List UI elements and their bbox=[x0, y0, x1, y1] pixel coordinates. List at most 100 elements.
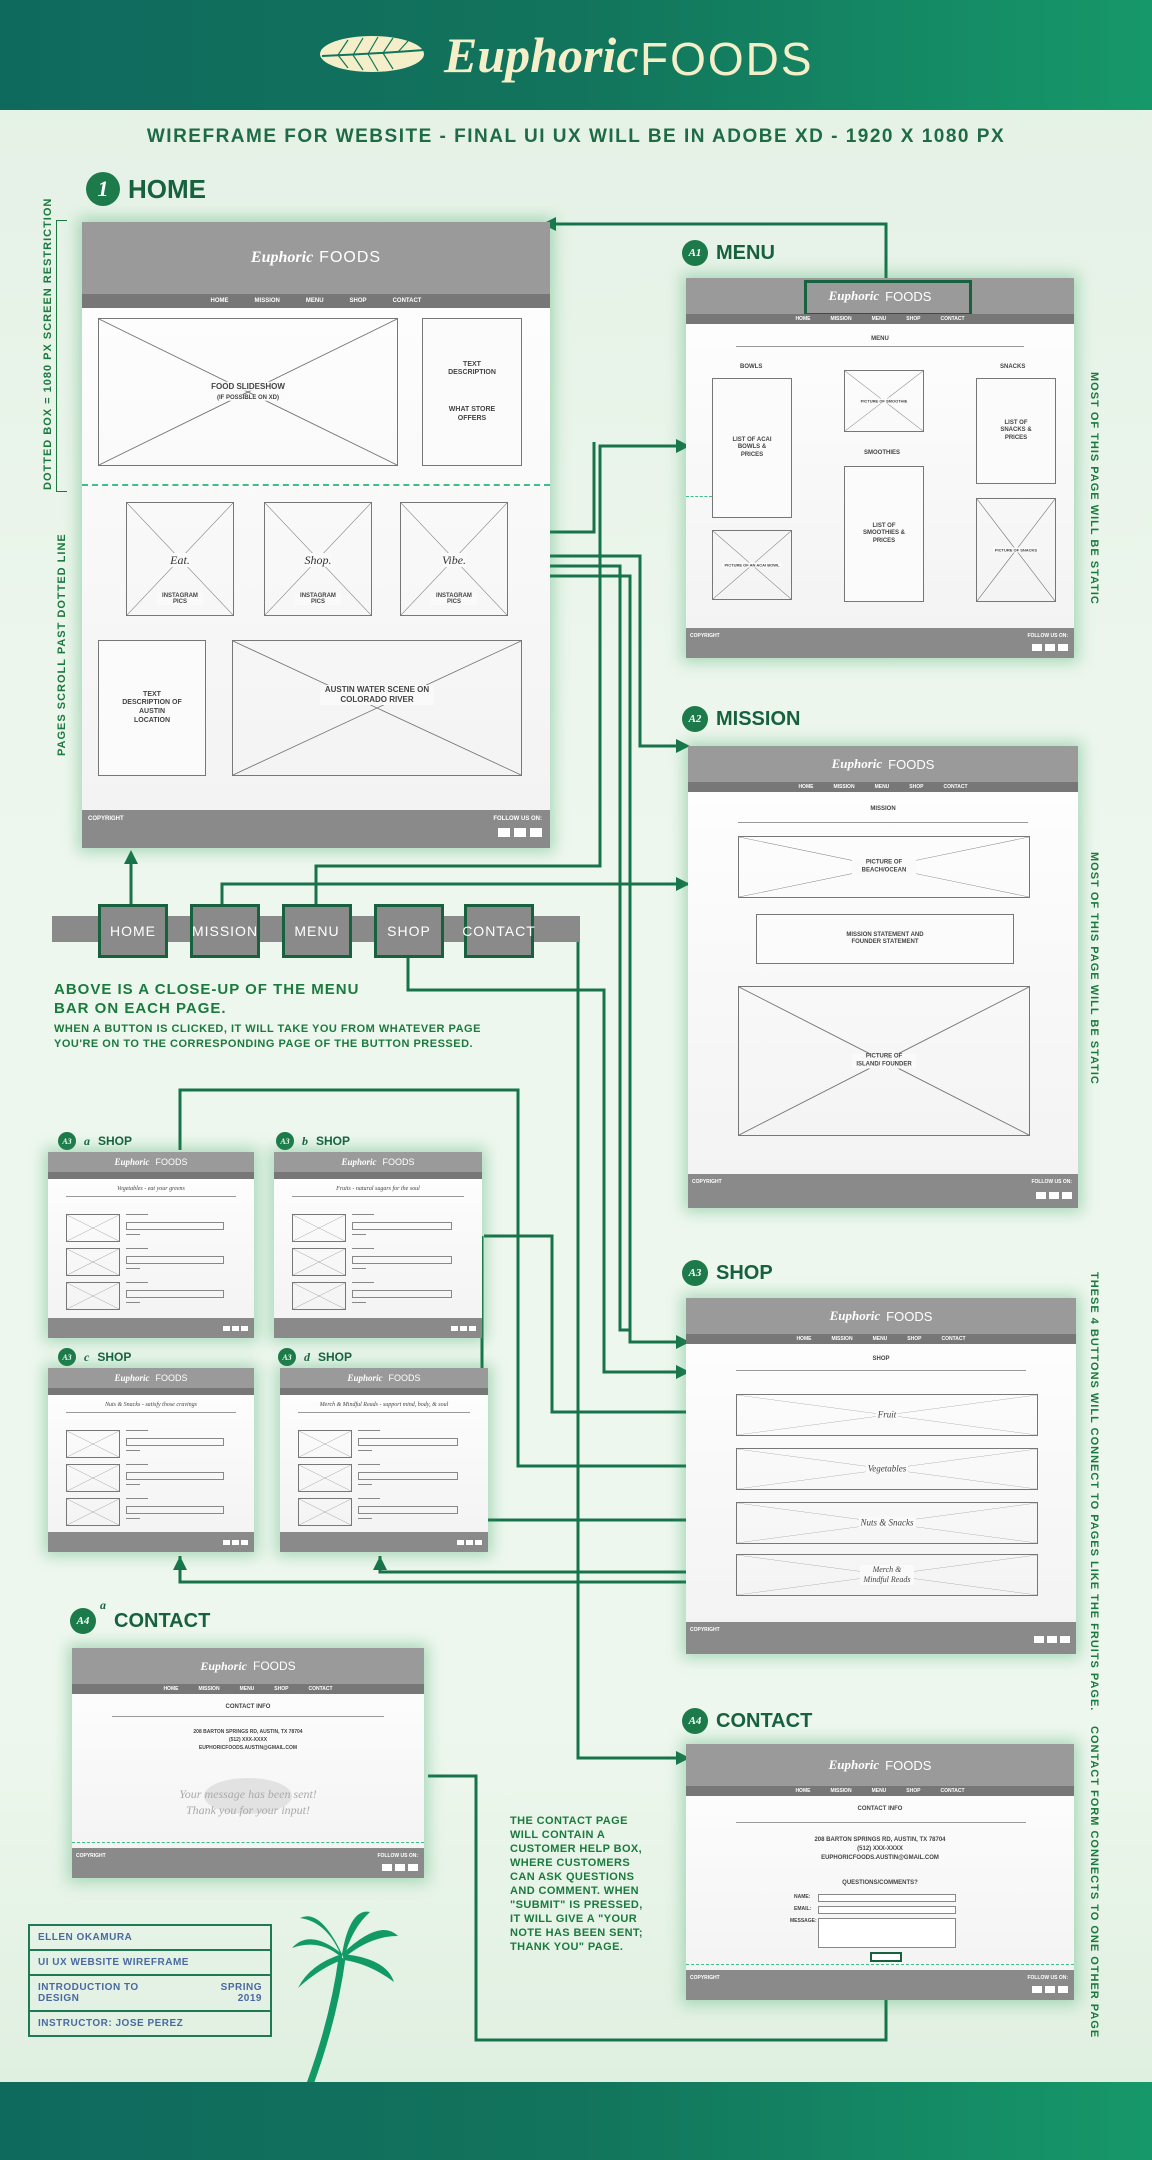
social-icon[interactable] bbox=[1058, 644, 1068, 651]
nav-menu[interactable]: MENU bbox=[871, 316, 887, 322]
menu-social-icons[interactable] bbox=[1032, 644, 1068, 651]
home-text-box: TEXT DESCRIPTION WHAT STORE OFFERS bbox=[422, 318, 522, 466]
nav-contact[interactable]: CONTACT bbox=[308, 1686, 333, 1692]
food-slideshow-placeholder: FOOD SLIDESHOW(IF POSSIBLE ON XD) bbox=[98, 318, 398, 466]
austin-text-box: TEXT DESCRIPTION OF AUSTIN LOCATION bbox=[98, 640, 206, 776]
social-icon[interactable] bbox=[1049, 1192, 1059, 1199]
social-icon[interactable] bbox=[1062, 1192, 1072, 1199]
social-icon[interactable] bbox=[475, 1540, 482, 1545]
menubar-menu-button[interactable]: MENU bbox=[282, 904, 352, 958]
nav-home[interactable]: HOME bbox=[795, 1788, 811, 1794]
subshop-divider bbox=[66, 1196, 236, 1197]
social-icon[interactable] bbox=[1032, 644, 1042, 651]
social-icon[interactable] bbox=[1036, 1192, 1046, 1199]
menubar-shop-button[interactable]: SHOP bbox=[374, 904, 444, 958]
nav-home[interactable]: HOME bbox=[798, 784, 814, 790]
nav-menu[interactable]: MENU bbox=[872, 1336, 888, 1342]
social-icon[interactable] bbox=[382, 1864, 392, 1871]
menubar-contact-button[interactable]: CONTACT bbox=[462, 904, 535, 958]
menubar-mission-button[interactable]: MISSION bbox=[190, 904, 260, 958]
social-icon[interactable] bbox=[1032, 1986, 1042, 1993]
contact-follow: FOLLOW US ON: bbox=[1027, 1975, 1068, 1981]
social-icon[interactable] bbox=[232, 1540, 239, 1545]
nav-mission[interactable]: MISSION bbox=[254, 298, 280, 304]
nav-menu[interactable]: MENU bbox=[239, 1686, 255, 1692]
nav-contact[interactable]: CONTACT bbox=[943, 784, 968, 790]
nav-contact[interactable]: CONTACT bbox=[941, 1336, 966, 1342]
nav-shop[interactable]: SHOP bbox=[349, 298, 367, 304]
email-input[interactable] bbox=[818, 1906, 956, 1914]
menubar-home-button[interactable]: HOME bbox=[98, 904, 168, 958]
subshop-social-icons[interactable] bbox=[457, 1540, 482, 1545]
nav-mission[interactable]: MISSION bbox=[198, 1686, 220, 1692]
contact-restriction-line bbox=[686, 1964, 1074, 1965]
social-icon[interactable] bbox=[1047, 1636, 1057, 1643]
nav-shop[interactable]: SHOP bbox=[906, 1788, 921, 1794]
contact-a-social-icons[interactable] bbox=[382, 1864, 418, 1871]
nav-contact[interactable]: CONTACT bbox=[940, 1788, 965, 1794]
message-input[interactable] bbox=[818, 1918, 956, 1948]
shop-social-icons[interactable] bbox=[1034, 1636, 1070, 1643]
home-social-icons[interactable] bbox=[498, 828, 542, 837]
social-icon[interactable] bbox=[530, 828, 542, 837]
shop-item-fruit[interactable]: Fruit bbox=[736, 1394, 1038, 1436]
subshop-social-icons[interactable] bbox=[451, 1326, 476, 1331]
social-icon[interactable] bbox=[498, 828, 510, 837]
shop-item-merch[interactable]: Merch & Mindful Reads bbox=[736, 1554, 1038, 1596]
social-icon[interactable] bbox=[1034, 1636, 1044, 1643]
contact-a-brand-script: Euphoric bbox=[200, 1658, 247, 1673]
nav-shop[interactable]: SHOP bbox=[909, 784, 924, 790]
contact-note-line: IT WILL GIVE A "YOUR bbox=[510, 1913, 638, 1925]
social-icon[interactable] bbox=[460, 1326, 467, 1331]
shop-item-vegetables[interactable]: Vegetables bbox=[736, 1448, 1038, 1490]
social-icon[interactable] bbox=[241, 1326, 248, 1331]
social-icon[interactable] bbox=[457, 1540, 464, 1545]
product-field bbox=[358, 1506, 458, 1514]
shop-item-nuts[interactable]: Nuts & Snacks bbox=[736, 1502, 1038, 1544]
nav-shop[interactable]: SHOP bbox=[274, 1686, 289, 1692]
nav-home[interactable]: HOME bbox=[163, 1686, 179, 1692]
social-icon[interactable] bbox=[395, 1864, 405, 1871]
name-input[interactable] bbox=[818, 1894, 956, 1902]
eat-label: Eat. bbox=[170, 553, 190, 567]
menu-page-title: MENU bbox=[716, 241, 775, 264]
social-icon[interactable] bbox=[466, 1540, 473, 1545]
contact-note-line: THE CONTACT PAGE bbox=[510, 1815, 628, 1827]
nav-mission[interactable]: MISSION bbox=[831, 1336, 853, 1342]
nav-mission[interactable]: MISSION bbox=[830, 316, 852, 322]
social-icon[interactable] bbox=[469, 1326, 476, 1331]
subshop-social-icons[interactable] bbox=[223, 1540, 248, 1545]
nav-contact[interactable]: CONTACT bbox=[392, 298, 422, 304]
subshop-brand-script: Euphoric bbox=[114, 1373, 150, 1383]
mission-social-icons[interactable] bbox=[1036, 1192, 1072, 1199]
submit-button[interactable] bbox=[870, 1952, 902, 1962]
nav-home[interactable]: HOME bbox=[795, 316, 811, 322]
nav-shop[interactable]: SHOP bbox=[906, 316, 921, 322]
social-icon[interactable] bbox=[1045, 1986, 1055, 1993]
nav-home[interactable]: HOME bbox=[796, 1336, 812, 1342]
social-icon[interactable] bbox=[232, 1326, 239, 1331]
social-icon[interactable] bbox=[241, 1540, 248, 1545]
social-icon[interactable] bbox=[223, 1540, 230, 1545]
nav-shop[interactable]: SHOP bbox=[907, 1336, 922, 1342]
subshop-footer bbox=[48, 1532, 254, 1552]
nav-home[interactable]: HOME bbox=[210, 298, 229, 304]
subshop-social-icons[interactable] bbox=[223, 1326, 248, 1331]
contact-social-icons[interactable] bbox=[1032, 1986, 1068, 1993]
social-icon[interactable] bbox=[1045, 644, 1055, 651]
nav-menu[interactable]: MENU bbox=[874, 784, 890, 790]
home-number: 1 bbox=[86, 172, 120, 206]
subshop-brand-word: FOODS bbox=[388, 1373, 421, 1383]
nav-menu[interactable]: MENU bbox=[305, 298, 324, 304]
social-icon[interactable] bbox=[1058, 1986, 1068, 1993]
nav-menu[interactable]: MENU bbox=[871, 1788, 887, 1794]
social-icon[interactable] bbox=[514, 828, 526, 837]
nav-contact[interactable]: CONTACT bbox=[940, 316, 965, 322]
social-icon[interactable] bbox=[223, 1326, 230, 1331]
social-icon[interactable] bbox=[451, 1326, 458, 1331]
nav-mission[interactable]: MISSION bbox=[833, 784, 855, 790]
nav-mission[interactable]: MISSION bbox=[830, 1788, 852, 1794]
social-icon[interactable] bbox=[1060, 1636, 1070, 1643]
product-price-line bbox=[126, 1484, 140, 1485]
social-icon[interactable] bbox=[408, 1864, 418, 1871]
